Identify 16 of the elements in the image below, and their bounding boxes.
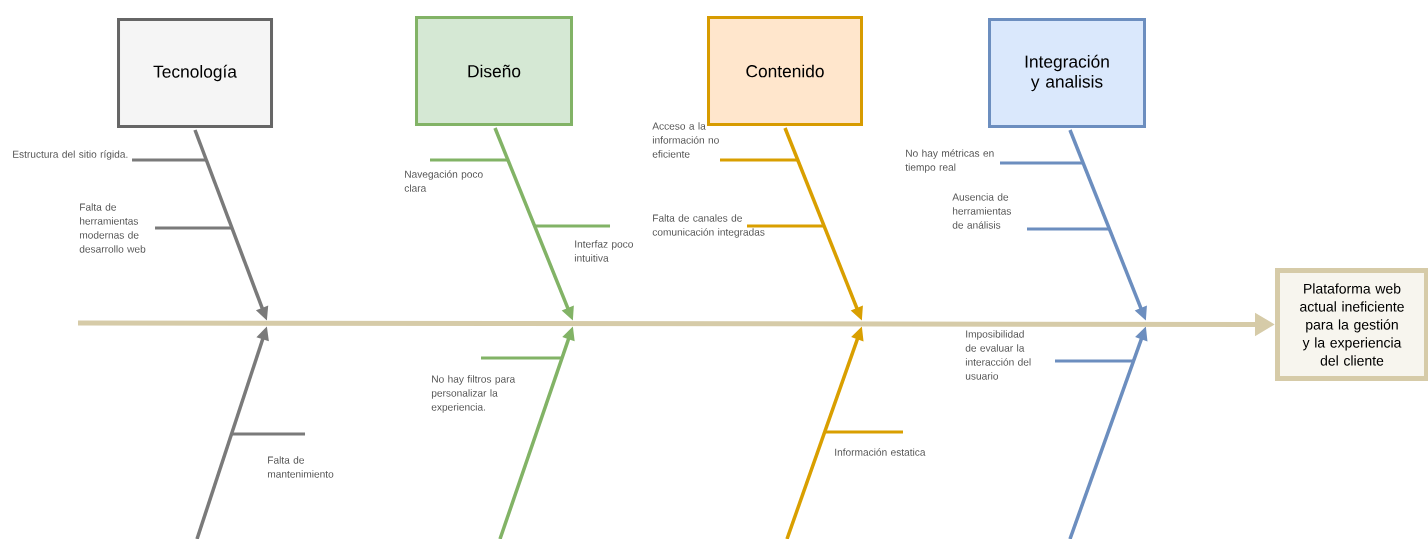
category-box: Tecnología <box>117 18 273 128</box>
category-box: Integración y analisis <box>988 18 1146 128</box>
cause-text: Interfaz poco intuitiva <box>574 240 633 262</box>
cause-text: Ausencia de herramientas de análisis <box>952 193 1012 229</box>
cause-text: Falta de herramientas modernas de desarrollo web <box>79 203 146 253</box>
cause-text: Estructura del sitio rígida. <box>13 150 128 160</box>
cause-text: Imposibilidad de evaluar la interacción del usuario <box>965 330 1031 380</box>
cause-text: Navegación poco clara <box>404 170 483 192</box>
cause-text: Falta de mantenimiento <box>267 456 334 478</box>
cause-text: Información estatica <box>835 448 926 456</box>
cause-text: Falta de canales de comunicación integradas <box>652 214 765 238</box>
cause-text: No hay filtros para personalizar la experiencia. <box>431 375 516 413</box>
category-box: Diseño <box>415 16 573 126</box>
effect-box: Plataforma web actual ineficiente para la gestión y la experiencia del cliente <box>1275 268 1428 381</box>
category-box: Contenido <box>707 16 863 126</box>
cause-text: No hay métricas en tiempo real <box>905 149 994 173</box>
